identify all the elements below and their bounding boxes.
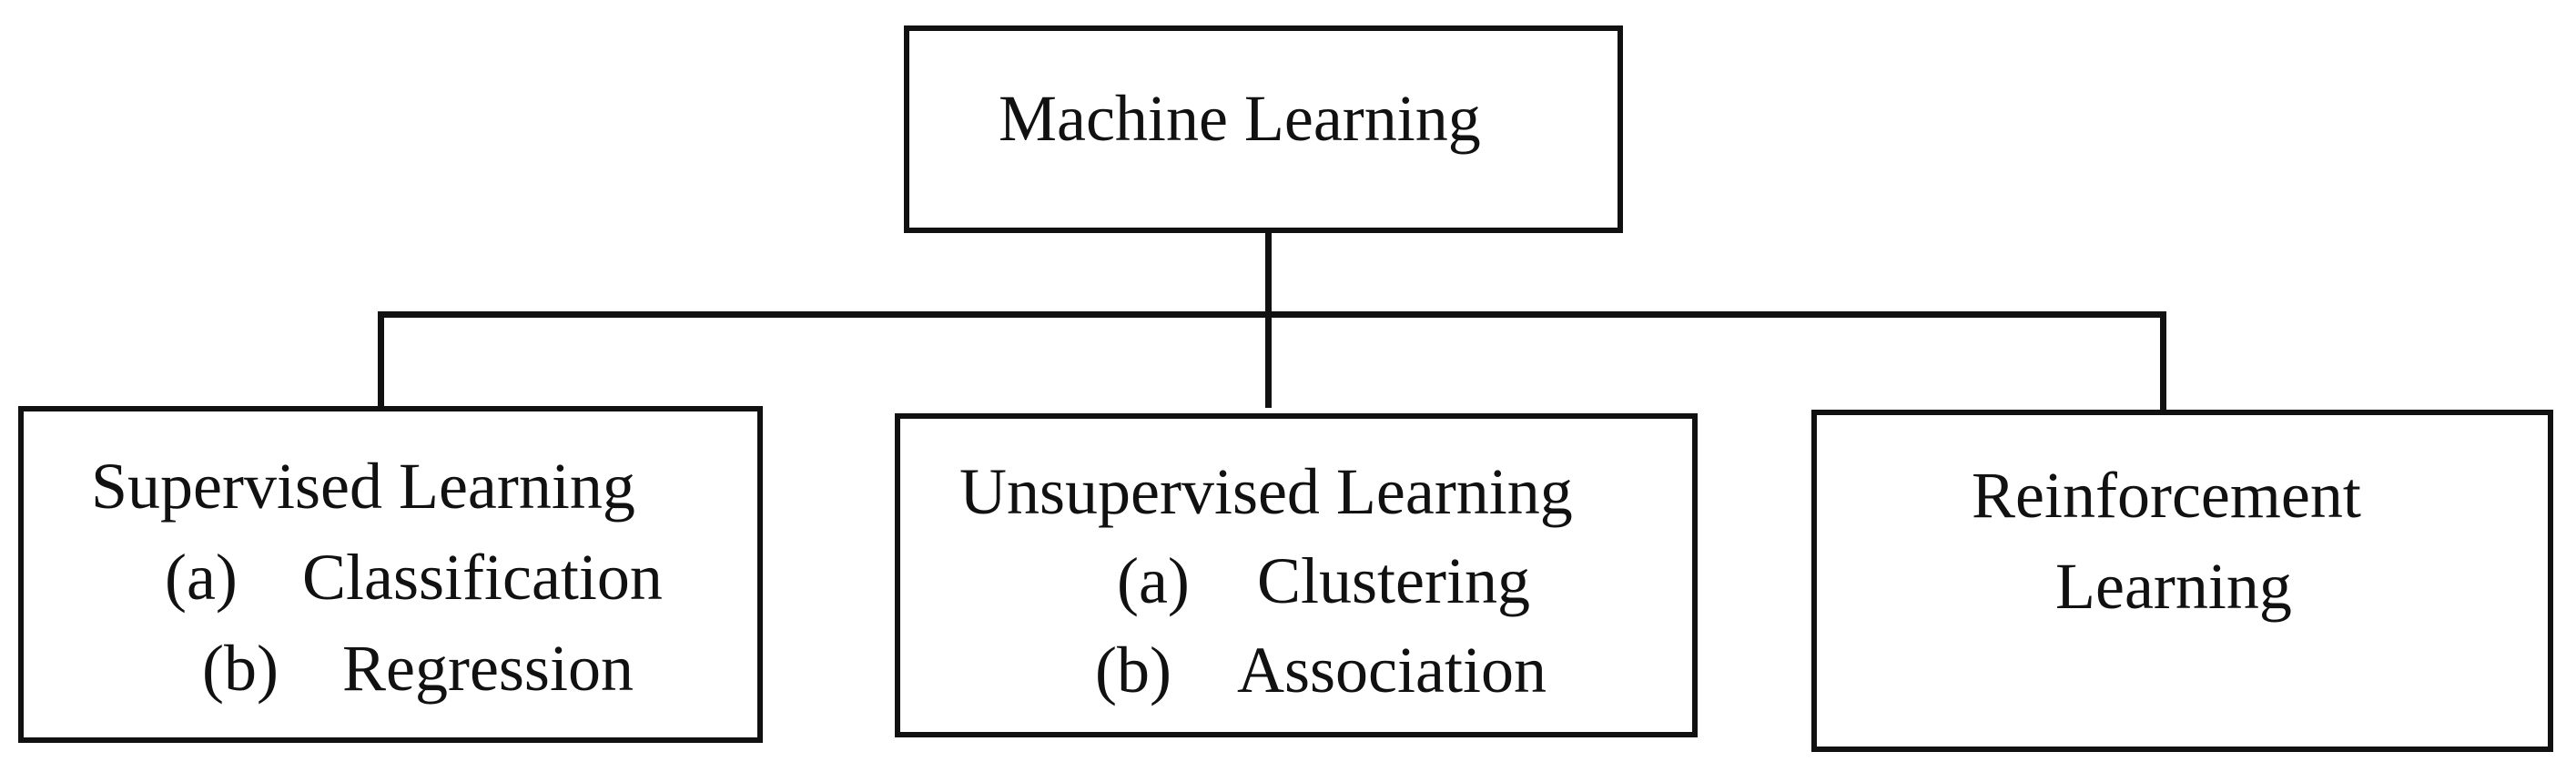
supervised-item-b-label: Regression [342, 632, 634, 705]
node-unsupervised-learning: Unsupervised Learning (a) Clustering (b)… [895, 413, 1698, 737]
unsupervised-connector [1265, 311, 1272, 408]
horizontal-bus-connector [378, 311, 2166, 318]
unsupervised-item-b-marker: (b) [1095, 634, 1171, 706]
root-label: Machine Learning [999, 82, 1481, 155]
supervised-item-b-marker: (b) [202, 632, 279, 705]
supervised-item-a-marker: (a) [165, 541, 238, 614]
supervised-title: Supervised Learning [91, 450, 635, 523]
reinforcement-connector [2160, 311, 2166, 410]
supervised-connector [378, 311, 384, 408]
node-reinforcement-learning: Reinforcement Learning [1811, 410, 2553, 752]
unsupervised-item-a-label: Clustering [1257, 544, 1530, 617]
supervised-item-a-label: Classification [302, 541, 663, 614]
reinforcement-title-line-2: Learning [2055, 550, 2292, 623]
unsupervised-title: Unsupervised Learning [959, 455, 1573, 528]
unsupervised-item-a-marker: (a) [1117, 544, 1190, 617]
node-supervised-learning: Supervised Learning (a) Classification (… [18, 406, 763, 743]
reinforcement-title-line-1: Reinforcement [1972, 459, 2361, 532]
root-node-machine-learning: Machine Learning [904, 25, 1623, 233]
root-stem-connector [1265, 229, 1272, 319]
unsupervised-item-b-label: Association [1237, 634, 1547, 706]
